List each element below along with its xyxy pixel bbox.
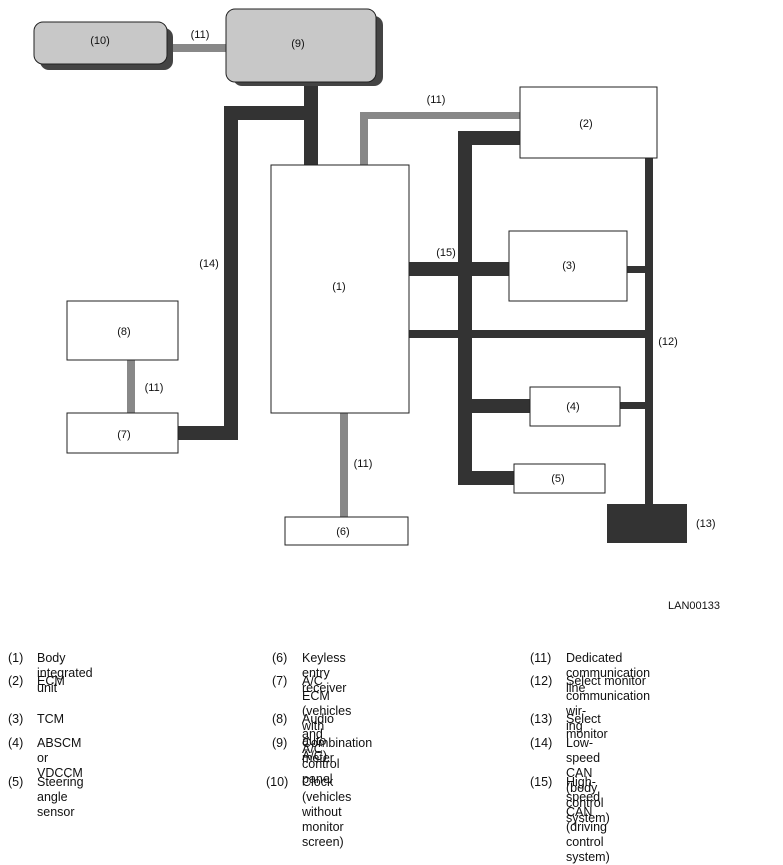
reference-code: LAN00133 <box>668 600 720 612</box>
line-label-11-unit-ecm: (11) <box>427 94 446 106</box>
line-label-15: (15) <box>436 247 456 259</box>
legend-text: A/C ECM (vehicles with auto A/C) <box>302 674 352 763</box>
legend-text: Body integrated unit <box>37 651 93 695</box>
line-label-11-panel-acecm: (11) <box>145 382 164 394</box>
clock-node: (10) <box>33 21 173 70</box>
legend-number: (15) <box>530 775 553 789</box>
legend-text: ABSCM or VDCCM <box>37 736 83 780</box>
steering-angle-sensor-node: (5) <box>513 463 606 494</box>
legend-text: ECM <box>37 674 65 688</box>
legend-number: (10) <box>266 775 289 789</box>
legend: (1) Body integrated unit (2) ECM (3) TCM… <box>0 649 783 864</box>
low-speed-can-lines <box>178 84 318 440</box>
steering-angle-sensor-label: (5) <box>551 473 564 485</box>
legend-number: (5) <box>8 775 24 789</box>
legend-number: (4) <box>8 736 24 750</box>
legend-text: Steering angle sensor <box>37 775 84 819</box>
audio-ac-panel-label: (8) <box>117 326 130 338</box>
legend-text: High-speed CAN (driving control system) <box>566 775 610 864</box>
legend-number: (8) <box>272 712 288 726</box>
legend-number: (2) <box>8 674 24 688</box>
legend-text: Select monitor communication wir- ing <box>566 674 651 733</box>
legend-number: (9) <box>272 736 288 750</box>
line-label-12: (12) <box>658 336 678 348</box>
clock-label: (10) <box>90 35 110 47</box>
tcm-node: (3) <box>508 230 628 302</box>
body-integrated-unit-node: (1) <box>270 164 410 414</box>
ecm-node: (2) <box>519 86 658 159</box>
legend-number: (7) <box>272 674 288 688</box>
legend-text: TCM <box>37 712 65 726</box>
legend-number: (14) <box>530 736 553 750</box>
ac-ecm-node: (7) <box>66 412 179 454</box>
legend-text: Keyless entry receiver <box>302 651 347 695</box>
line-label-14: (14) <box>199 258 219 270</box>
keyless-entry-receiver-label: (6) <box>336 526 349 538</box>
network-diagram: (10) (9) (2) (1) (3) (8) (7) (4) (5) (6)… <box>33 8 716 546</box>
select-monitor-wiring-lines <box>408 157 653 505</box>
legend-number: (6) <box>272 651 288 665</box>
legend-text: Combination meter <box>302 736 373 765</box>
line-label-11-clock-meter: (11) <box>191 29 210 41</box>
combination-meter-label: (9) <box>291 38 304 50</box>
legend-number: (3) <box>8 712 24 726</box>
abscm-label: (4) <box>566 401 579 413</box>
legend-text: Dedicated communication line <box>566 651 651 695</box>
ac-ecm-label: (7) <box>117 429 130 441</box>
body-integrated-unit-label: (1) <box>332 281 345 293</box>
legend-number: (12) <box>530 674 553 688</box>
legend-number: (11) <box>530 651 552 665</box>
ecm-label: (2) <box>579 118 592 130</box>
line-label-11-unit-keyless: (11) <box>354 458 373 470</box>
keyless-entry-receiver-node: (6) <box>284 516 409 546</box>
high-speed-can-lines <box>408 131 530 485</box>
legend-number: (1) <box>8 651 24 665</box>
abscm-node: (4) <box>529 386 621 427</box>
dedicated-lines <box>127 44 520 518</box>
audio-ac-panel-node: (8) <box>66 300 179 361</box>
select-monitor-label: (13) <box>696 518 716 530</box>
select-monitor-node: (13) <box>607 504 716 543</box>
legend-text: Low-speed CAN (body control system) <box>566 736 610 825</box>
legend-number: (13) <box>530 712 553 726</box>
legend-text: Audio and A/C control panel <box>302 712 340 786</box>
legend-text: Select monitor <box>566 712 608 741</box>
combination-meter-node: (9) <box>225 8 383 86</box>
tcm-label: (3) <box>562 260 575 272</box>
